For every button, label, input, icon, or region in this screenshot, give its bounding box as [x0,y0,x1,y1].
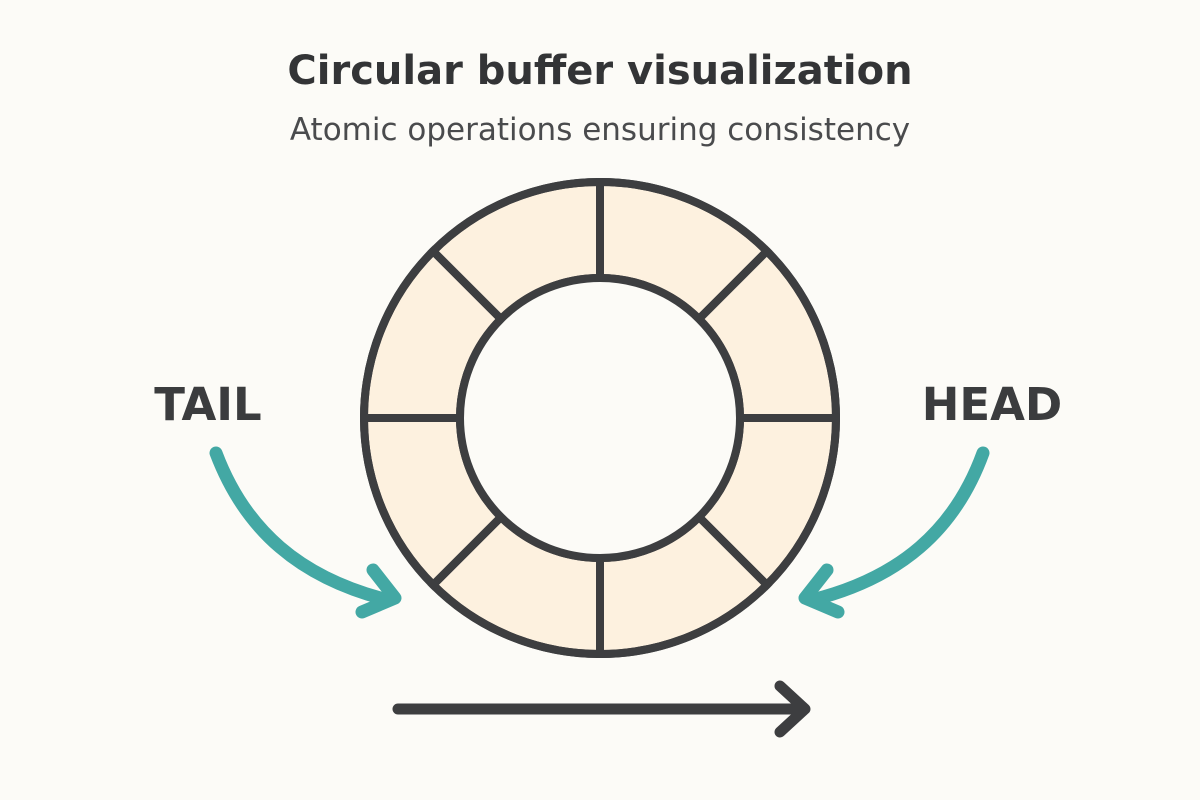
head-label: HEAD [922,378,1063,431]
head-pointer-arrow [798,446,990,619]
ring-inner-border [456,274,744,562]
ring-outer-border [360,178,840,658]
diagram-subtitle: Atomic operations ensuring consistency [289,112,911,148]
direction-arrow [392,680,811,738]
diagram-title: Circular buffer visualization [287,48,913,94]
tail-pointer-arrow [209,446,402,619]
tail-label: TAIL [154,378,261,431]
